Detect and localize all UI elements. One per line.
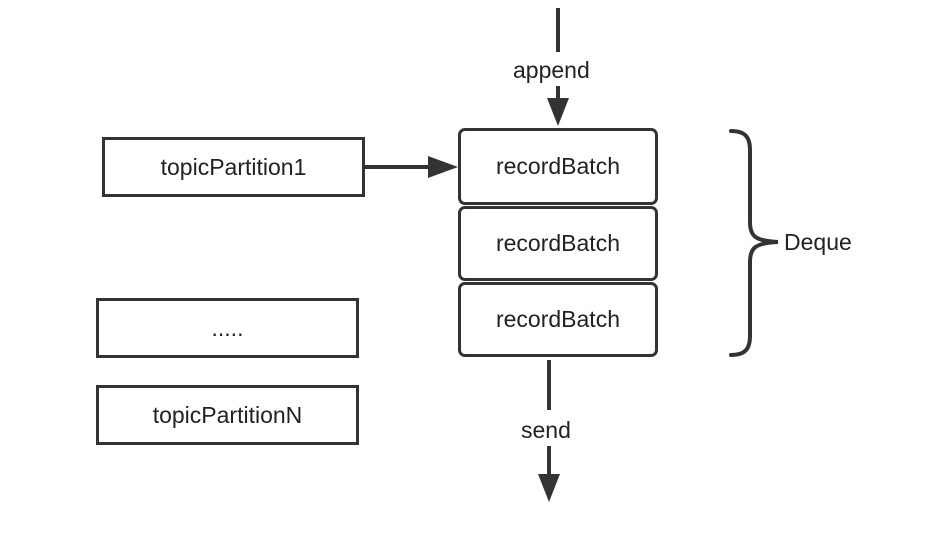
record-batch-2-box: recordBatch (458, 206, 658, 281)
deque-label: Deque (784, 229, 852, 255)
send-label: send (521, 417, 571, 443)
topic-partition-n-label: topicPartitionN (152, 401, 303, 428)
append-label: append (513, 57, 590, 83)
append-arrow (547, 8, 569, 126)
topic-partition-n-box: topicPartitionN (96, 385, 359, 445)
record-batch-3-box: recordBatch (458, 282, 658, 357)
topic-partition-1-box: topicPartition1 (102, 137, 365, 197)
record-batch-1-box: recordBatch (458, 128, 658, 205)
topic-partition-ellipsis-box: ..... (96, 298, 359, 358)
record-batch-3-label: recordBatch (495, 306, 620, 332)
record-batch-1-label: recordBatch (495, 153, 620, 179)
send-arrow (538, 360, 560, 502)
deque-brace-icon (729, 129, 779, 357)
topic-partition-1-label: topicPartition1 (160, 153, 307, 180)
record-batch-2-label: recordBatch (495, 230, 620, 256)
topic-partition-ellipsis-label: ..... (211, 314, 244, 341)
partition-to-batch-arrow (364, 156, 458, 178)
